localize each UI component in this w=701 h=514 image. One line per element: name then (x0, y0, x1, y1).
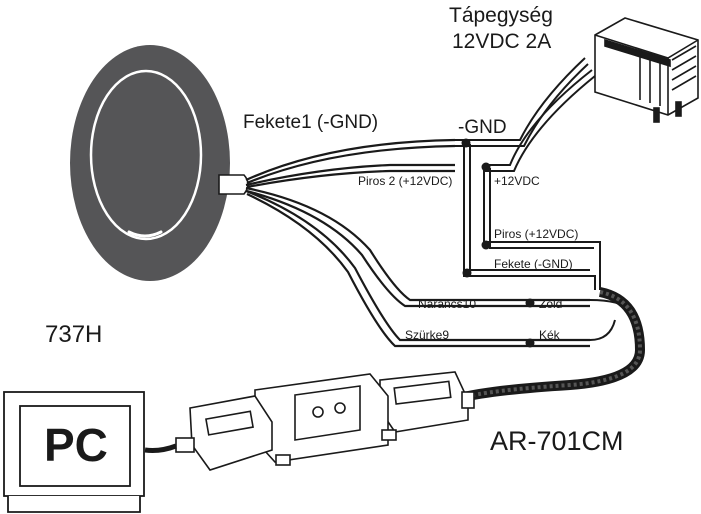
reader-cable (245, 138, 590, 348)
pc-label: PC (44, 419, 108, 471)
power-supply-spec: 12VDC 2A (452, 30, 552, 53)
power-adapter-icon (594, 17, 699, 123)
pc-cable (144, 443, 177, 453)
black1-wire-label: Fekete1 (-GND) (243, 112, 379, 133)
power-supply-title: Tápegység (449, 4, 553, 27)
db9-converter-icon (175, 371, 475, 471)
blue-pin-label: Kék (539, 328, 560, 342)
reader-model-label: 737H (45, 321, 103, 348)
orange-wire-label: Narancs10 (418, 297, 477, 311)
plus12-junction-label: +12VDC (494, 174, 540, 188)
converter-cable (458, 287, 646, 403)
red-to-converter-label: Piros (+12VDC) (494, 227, 579, 241)
gnd-junction-label: -GND (458, 117, 507, 138)
power-leads (455, 57, 596, 172)
junction-dots (461, 138, 535, 348)
computer-monitor-icon (3, 391, 145, 513)
grey-wire-label: Szürke9 (405, 328, 450, 342)
converter-model-label: AR-701CM (490, 426, 624, 456)
green-pin-label: Zöld (539, 297, 563, 311)
proximity-reader-icon (70, 45, 249, 281)
red2-wire-label: Piros 2 (+12VDC) (358, 174, 453, 188)
black-to-converter-label: Fekete (-GND) (494, 257, 573, 271)
